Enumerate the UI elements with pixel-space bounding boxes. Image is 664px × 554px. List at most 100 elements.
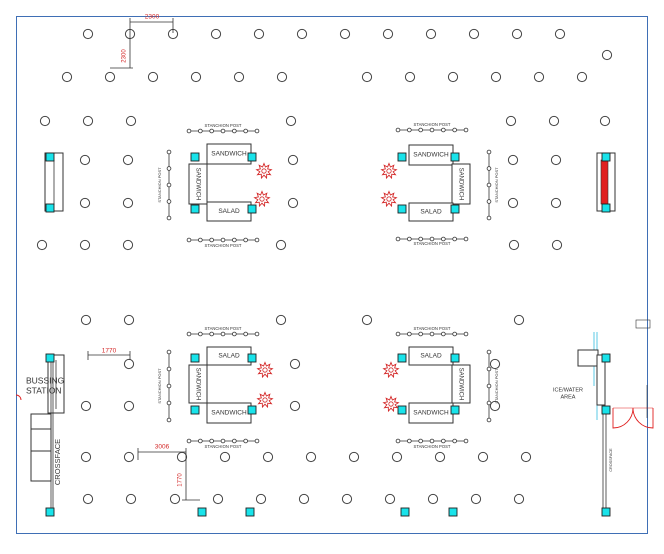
stanchion-post — [243, 331, 248, 337]
starburst-core — [386, 168, 392, 174]
stanchion-post — [486, 383, 492, 389]
column-circle — [289, 358, 301, 370]
stanchion-post — [418, 236, 423, 242]
cyan-outlet-square — [601, 353, 611, 363]
stanchion-post-label: STANCHION POST — [414, 122, 451, 127]
stanchion-post — [198, 128, 203, 134]
column-circle — [391, 451, 403, 463]
column-circle — [490, 71, 502, 83]
column-circle — [123, 314, 135, 326]
column-circle — [404, 71, 416, 83]
stanchion-post-label: STANCHION POST — [205, 243, 242, 248]
table-salad-top-label: SALAD — [218, 353, 240, 360]
starburst-outline — [382, 395, 400, 413]
stanchion-post — [209, 237, 214, 243]
stanchion-post — [452, 331, 457, 337]
stanchion-post-label: STANCHION POST — [157, 368, 162, 404]
column-circle — [382, 28, 394, 40]
stanchion-post — [429, 236, 435, 242]
starburst-core — [388, 367, 394, 373]
column-circle — [489, 400, 501, 412]
stanchion-post — [486, 199, 492, 204]
column-circle — [219, 451, 231, 463]
starburst-core — [261, 168, 267, 174]
starburst-outline — [380, 162, 398, 180]
stanchion-post — [441, 331, 446, 337]
stanchion-post — [407, 236, 412, 242]
red-starburst-icon — [380, 190, 398, 208]
table-sandwich-side-label: SANDWICH — [194, 368, 200, 401]
stanchion-post-label: STANCHION POST — [205, 444, 242, 449]
door-swing-right — [632, 407, 654, 429]
stanchion-post-label: STANCHION POST — [205, 326, 242, 331]
starburst-core — [262, 397, 268, 403]
serving-tables — [30, 143, 616, 508]
stanchion-post — [486, 417, 492, 423]
column-circle — [425, 28, 437, 40]
column-circle — [505, 115, 517, 127]
column-circle — [212, 493, 224, 505]
column-circle — [289, 400, 301, 412]
column-circle — [601, 49, 613, 61]
cyan-outlet-square — [190, 353, 200, 363]
stanchion-post — [463, 236, 469, 242]
right-wall-tag-label: CROSSFACE — [609, 448, 613, 472]
stanchion-post — [254, 438, 260, 444]
stanchion-post — [429, 438, 435, 444]
cyan-outlet-square — [601, 507, 611, 517]
column-circle — [82, 493, 94, 505]
stanchion-post — [166, 383, 172, 389]
table-salad-bottom-label: SALAD — [420, 209, 442, 216]
column-circle — [176, 451, 188, 463]
column-circle — [507, 154, 519, 166]
column-circle — [427, 493, 439, 505]
cyan-outlet-square — [190, 152, 200, 162]
cyan-outlet-square — [45, 353, 55, 363]
cyan-outlet-square — [450, 152, 460, 162]
column-circle — [123, 451, 135, 463]
stanchion-post — [166, 199, 172, 204]
table-sandwich-side-label: SANDWICH — [457, 168, 463, 201]
stanchion-post — [486, 215, 492, 221]
stanchion-post — [395, 127, 401, 133]
red-starburst-icon — [382, 395, 400, 413]
stanchion-post — [166, 366, 172, 372]
cyan-outlet-square — [245, 507, 255, 517]
stanchion-post — [254, 331, 260, 337]
column-circle — [554, 28, 566, 40]
floor-outlets — [45, 152, 611, 517]
column-circle — [339, 28, 351, 40]
table-sandwich-side — [451, 364, 471, 404]
stanchion-post — [186, 331, 192, 337]
stanchion-post — [452, 127, 457, 133]
cyan-outlet-square — [45, 203, 55, 213]
dimension-label: 3006 — [155, 444, 170, 451]
cyan-outlet-square — [397, 405, 407, 415]
column-circle — [122, 154, 134, 166]
stanchion-post — [220, 438, 226, 444]
stanchion-post — [186, 128, 192, 134]
stanchion-post — [418, 331, 423, 337]
hazard-markers — [253, 162, 400, 413]
starburst-outline — [382, 361, 400, 379]
column-circle — [80, 400, 92, 412]
cyan-outlet-square — [450, 405, 460, 415]
column-circle — [125, 115, 137, 127]
table-salad-bottom-label: SALAD — [218, 208, 240, 215]
stanchion-post — [486, 149, 492, 155]
crossface-label: CROSSFACE — [53, 439, 62, 485]
stanchion-post — [441, 438, 446, 444]
column-circle — [551, 239, 563, 251]
building-columns — [36, 28, 613, 505]
cyan-outlet-square — [45, 507, 55, 517]
table-sandwich-bottom-label: SANDWICH — [413, 410, 449, 417]
stanchion-post — [463, 438, 469, 444]
cyan-outlet-square — [247, 353, 257, 363]
cyan-outlet-square — [190, 405, 200, 415]
column-circle — [447, 71, 459, 83]
starburst-core — [388, 401, 394, 407]
column-circle — [285, 115, 297, 127]
starburst-outline — [256, 361, 274, 379]
column-circle — [533, 71, 545, 83]
column-circle — [123, 400, 135, 412]
